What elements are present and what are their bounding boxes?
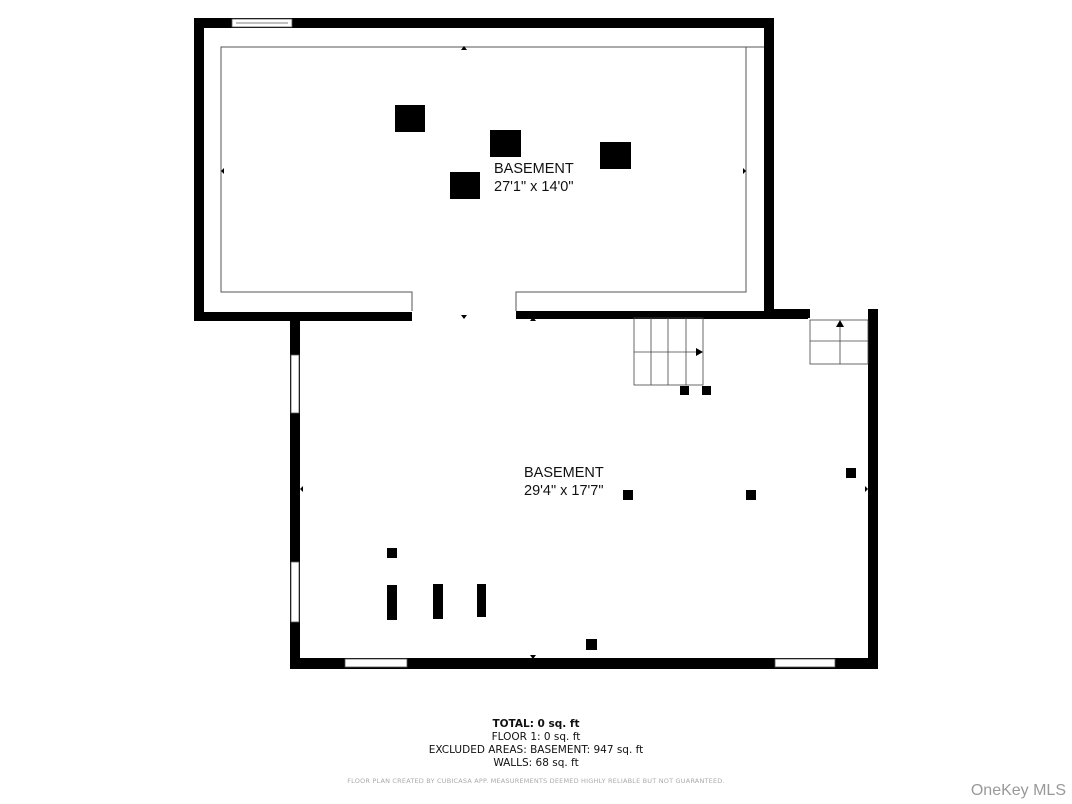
walls-area: WALLS: 68 sq. ft: [493, 757, 579, 769]
window: [290, 354, 300, 414]
window: [774, 658, 836, 668]
floor1-area: FLOOR 1: 0 sq. ft: [491, 731, 581, 743]
room-dimensions: 29'4" x 17'7": [524, 483, 604, 499]
windows: [231, 18, 836, 668]
stairs: [633, 317, 869, 386]
area-summary: TOTAL: 0 sq. ft FLOOR 1: 0 sq. ft EXCLUD…: [0, 718, 1072, 770]
window: [290, 561, 300, 623]
room-dimensions: 27'1" x 14'0": [494, 179, 574, 195]
excluded-area: EXCLUDED AREAS: BASEMENT: 947 sq. ft: [428, 744, 644, 756]
walls: [194, 18, 878, 669]
disclaimer: FLOOR PLAN CREATED BY CUBICASA APP. MEAS…: [347, 777, 725, 785]
window: [344, 658, 408, 668]
stair-arrow-icon: [836, 320, 844, 327]
dimension-markers: [221, 46, 868, 659]
pillars: [387, 105, 856, 650]
room-name: BASEMENT: [524, 465, 604, 481]
room-name: BASEMENT: [494, 161, 574, 177]
room-outline: [220, 46, 764, 311]
total-area: TOTAL: 0 sq. ft: [492, 718, 580, 730]
watermark: OneKey MLS: [970, 782, 1066, 799]
stair-arrow-icon: [696, 348, 703, 356]
